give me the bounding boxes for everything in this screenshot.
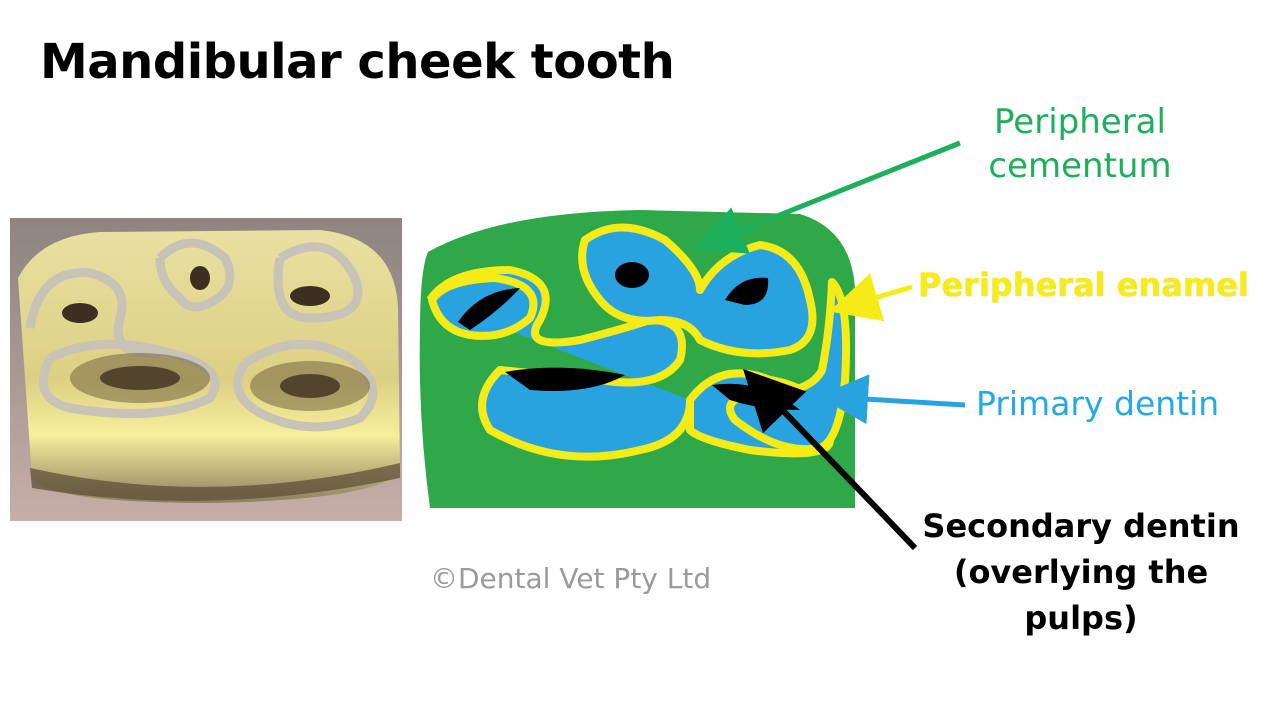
label-line: pulps): [1024, 599, 1138, 637]
enamel-middle: [578, 223, 817, 358]
arrow-primary-dentin: [818, 374, 966, 425]
arrow-secondary-dentin: [743, 369, 918, 551]
label-line: cementum: [988, 146, 1172, 186]
arrow-enamel: [829, 273, 913, 322]
arrow-cementum: [694, 140, 961, 254]
tooth-photo: [10, 218, 402, 521]
label-primary-dentin: Primary dentin: [976, 384, 1220, 423]
label-peripheral-enamel: Peripheral enamel: [918, 266, 1249, 304]
label-secondary-dentin: Secondary dentin (overlying the pulps): [912, 503, 1250, 641]
label-line: Peripheral: [994, 102, 1166, 142]
label-line: (overlying the: [953, 553, 1209, 591]
label-peripheral-cementum: Peripheral cementum: [960, 100, 1200, 188]
slide-title: Mandibular cheek tooth: [40, 34, 675, 90]
label-line: Secondary dentin: [922, 507, 1240, 545]
copyright-notice: ©Dental Vet Pty Ltd: [430, 562, 712, 595]
